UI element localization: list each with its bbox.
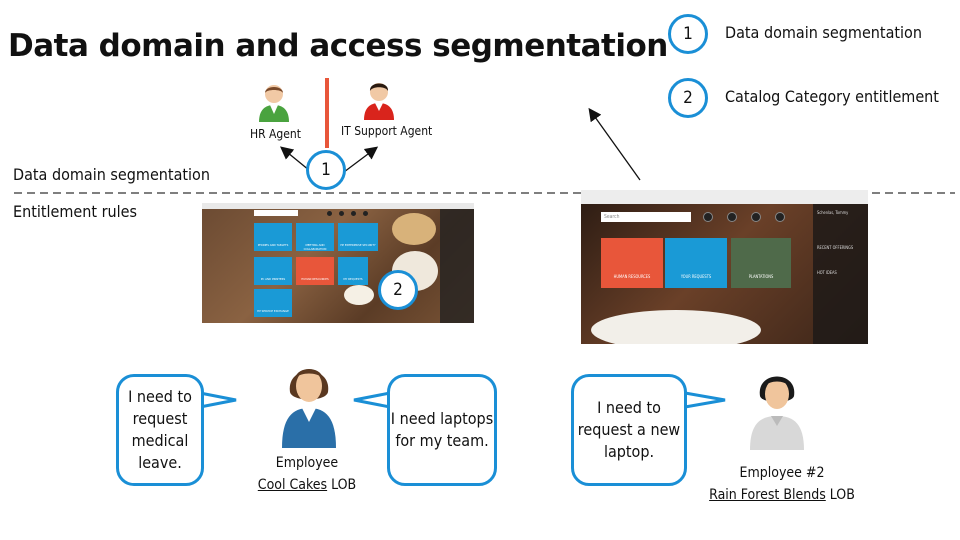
nav-icon[interactable] xyxy=(775,212,785,222)
nav-icon[interactable] xyxy=(703,212,713,222)
legend-marker-2: 2 xyxy=(668,78,708,118)
bubble-medical-leave: I need to request medical leave. xyxy=(116,374,204,486)
nav-icon[interactable] xyxy=(363,211,368,216)
bubble-text: I need to request a new laptop. xyxy=(577,398,681,461)
tile-human-resources[interactable]: HUMAN RESOURCES xyxy=(296,257,334,285)
tile-human-resources[interactable]: HUMAN RESOURCES xyxy=(601,238,663,288)
legend-marker-1: 1 xyxy=(668,14,708,54)
nav-icon[interactable] xyxy=(339,211,344,216)
tile-meeting[interactable]: MEETING AND COLLABORATION xyxy=(296,223,334,251)
marker-2: 2 xyxy=(378,270,418,310)
employee-1-lob-suffix: LOB xyxy=(327,477,357,493)
bubble-text: I need laptops for my team. xyxy=(390,409,494,450)
user-name: Schenlas, Tommy xyxy=(817,210,849,215)
employee-1-lob-name: Cool Cakes xyxy=(257,477,328,493)
employee-2-lob-suffix: LOB xyxy=(825,487,855,503)
side-panel xyxy=(440,209,474,323)
employee-2-role: Employee #2 xyxy=(739,465,825,481)
tile-my-requests[interactable]: MY REQUESTS xyxy=(338,257,368,285)
arrow-to-legend xyxy=(588,107,641,181)
tile-pc-printers[interactable]: PC AND PRINTERS xyxy=(254,257,292,285)
search-input[interactable]: Search xyxy=(601,212,691,222)
employee-2-lob-name: Rain Forest Blends xyxy=(709,487,826,503)
nav-icon[interactable] xyxy=(327,211,332,216)
it-agent-label: IT Support Agent xyxy=(341,124,433,138)
nav-icon[interactable] xyxy=(727,212,737,222)
legend-text-1: Data domain segmentation xyxy=(725,23,922,42)
hr-agent-icon xyxy=(259,85,289,122)
portal-screenshot-right: Search HUMAN RESOURCES YOUR REQUESTS PLA… xyxy=(581,190,868,344)
bubble-text: I need to request medical leave. xyxy=(128,387,192,472)
search-input[interactable] xyxy=(254,210,298,216)
bread-image xyxy=(392,213,436,245)
arrow-to-it xyxy=(339,146,379,176)
browser-bar xyxy=(581,190,868,204)
employee-2-lob: Rain Forest Blends LOB xyxy=(698,484,866,506)
tile-service-exchange[interactable]: HP SERVICE EXCHANGE xyxy=(254,289,292,317)
employee-1-role: Employee xyxy=(275,455,339,471)
hot-ideas-label: HOT IDEAS xyxy=(817,270,837,275)
hr-agent-label: HR Agent xyxy=(250,127,302,141)
employee-icon xyxy=(282,369,336,448)
marker-1: 1 xyxy=(306,150,346,190)
bubble-laptops: I need laptops for my team. xyxy=(387,374,497,486)
portal-screenshot-left: PHONES AND TABLETS MEETING AND COLLABORA… xyxy=(202,203,474,323)
employee-1-caption: Employee Cool Cakes LOB xyxy=(252,452,362,496)
egg-image xyxy=(344,285,374,305)
employee-2-icon xyxy=(750,376,804,450)
tile-plantations[interactable]: PLANTATIONS xyxy=(731,238,791,288)
recent-offerings-label: RECENT OFFERINGS xyxy=(817,245,854,250)
side-panel: Schenlas, Tommy RECENT OFFERINGS HOT IDE… xyxy=(813,204,868,344)
tile-phones[interactable]: PHONES AND TABLETS xyxy=(254,223,292,251)
coffee-cup-image xyxy=(591,310,761,344)
row-label-segmentation: Data domain segmentation xyxy=(13,165,210,184)
nav-icon[interactable] xyxy=(351,211,356,216)
tile-security[interactable]: HP ENTERPRISE SECURITY xyxy=(338,223,378,251)
page-title: Data domain and access segmentation xyxy=(8,28,668,64)
nav-icon[interactable] xyxy=(751,212,761,222)
browser-bar xyxy=(202,203,474,209)
bubble-new-laptop: I need to request a new laptop. xyxy=(571,374,687,486)
row-label-entitlement: Entitlement rules xyxy=(13,202,137,221)
legend-text-2: Catalog Category entitlement xyxy=(725,87,939,106)
employee-2-caption: Employee #2 Rain Forest Blends LOB xyxy=(698,462,866,506)
employee-1-lob: Cool Cakes LOB xyxy=(252,474,362,496)
tile-your-requests[interactable]: YOUR REQUESTS xyxy=(665,238,727,288)
it-agent-icon xyxy=(364,83,394,120)
